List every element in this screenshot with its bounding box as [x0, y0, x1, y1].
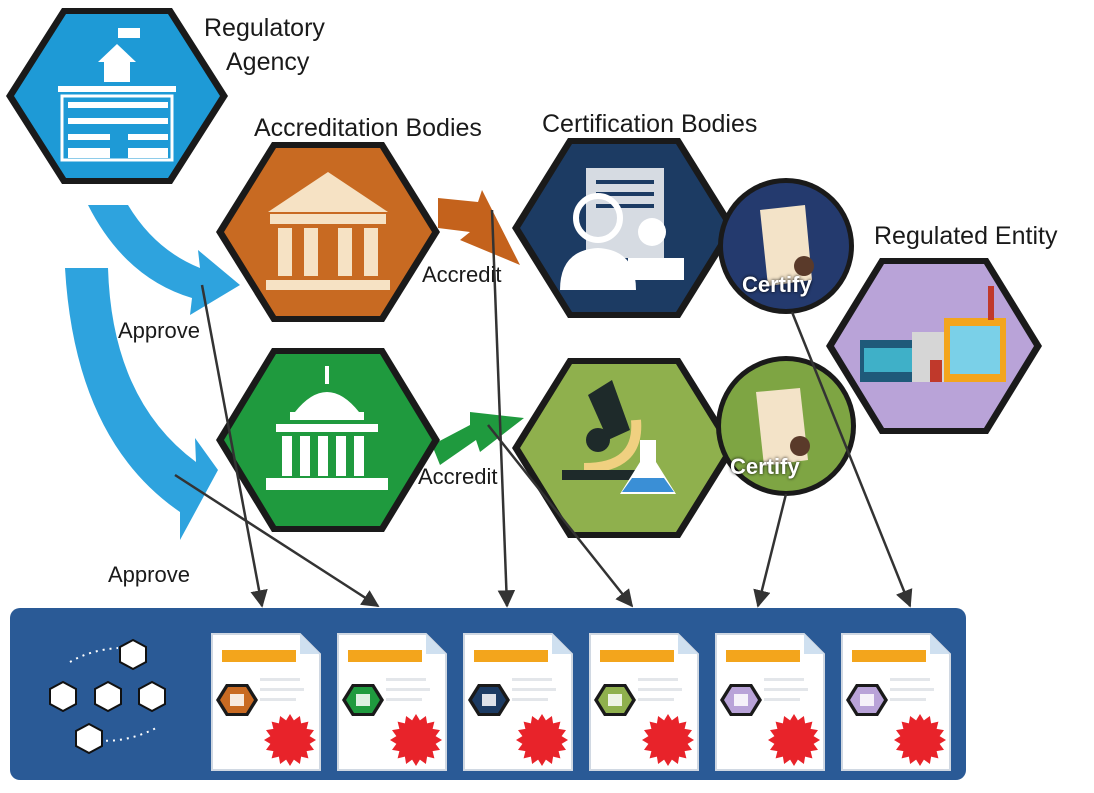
- regulatory-agency-node: [6, 8, 228, 184]
- certificate-card: [210, 632, 322, 772]
- certificate-card: [462, 632, 574, 772]
- label-regulatory-agency-line1: Regulatory: [204, 14, 325, 42]
- certificate-card: [840, 632, 952, 772]
- microscope-flask-icon: [606, 692, 624, 708]
- label-certification-bodies: Certification Bodies: [542, 110, 758, 138]
- certify-circle-bottom: [716, 356, 856, 496]
- factory-icon: [858, 692, 876, 708]
- label-accredit-top: Accredit: [422, 262, 502, 287]
- label-approve-bottom: Approve: [108, 562, 190, 587]
- approve-arrow-bottom: [65, 268, 218, 540]
- microscope-flask-icon: [562, 380, 676, 494]
- label-regulated-entity: Regulated Entity: [874, 222, 1058, 250]
- inspector-document-icon: [480, 692, 498, 708]
- label-certify-top: Certify: [742, 272, 812, 297]
- certification-body-top: [512, 138, 736, 318]
- label-approve-top: Approve: [118, 318, 200, 343]
- approve-arrow-top: [88, 205, 240, 315]
- accreditation-body-bottom: [216, 348, 440, 532]
- capitol-icon: [354, 692, 372, 708]
- certification-body-bottom: [512, 358, 736, 538]
- factory-icon: [732, 692, 750, 708]
- regulated-entity-node: [826, 258, 1042, 434]
- government-building-icon: [58, 28, 176, 162]
- certificate-card: [336, 632, 448, 772]
- courthouse-icon: [266, 172, 390, 290]
- certificate-card: [588, 632, 700, 772]
- accredit-arrow-top: [438, 190, 520, 265]
- capitol-icon: [266, 366, 388, 490]
- connector-lines: [174, 209, 913, 608]
- accredit-arrow-bottom: [432, 412, 524, 465]
- inspector-document-icon: [560, 168, 684, 290]
- courthouse-icon: [228, 692, 246, 708]
- label-accredit-bottom: Accredit: [418, 464, 498, 489]
- accreditation-body-top: [216, 142, 440, 322]
- certificate-card: [714, 632, 826, 772]
- factory-icon: [860, 286, 1006, 382]
- blockchain-cubes-icon: [49, 638, 166, 755]
- label-certify-bottom: Certify: [730, 454, 800, 479]
- label-accreditation-bodies: Accreditation Bodies: [254, 114, 482, 142]
- certify-circle-top: [718, 178, 854, 314]
- label-regulatory-agency-line2: Agency: [226, 48, 310, 76]
